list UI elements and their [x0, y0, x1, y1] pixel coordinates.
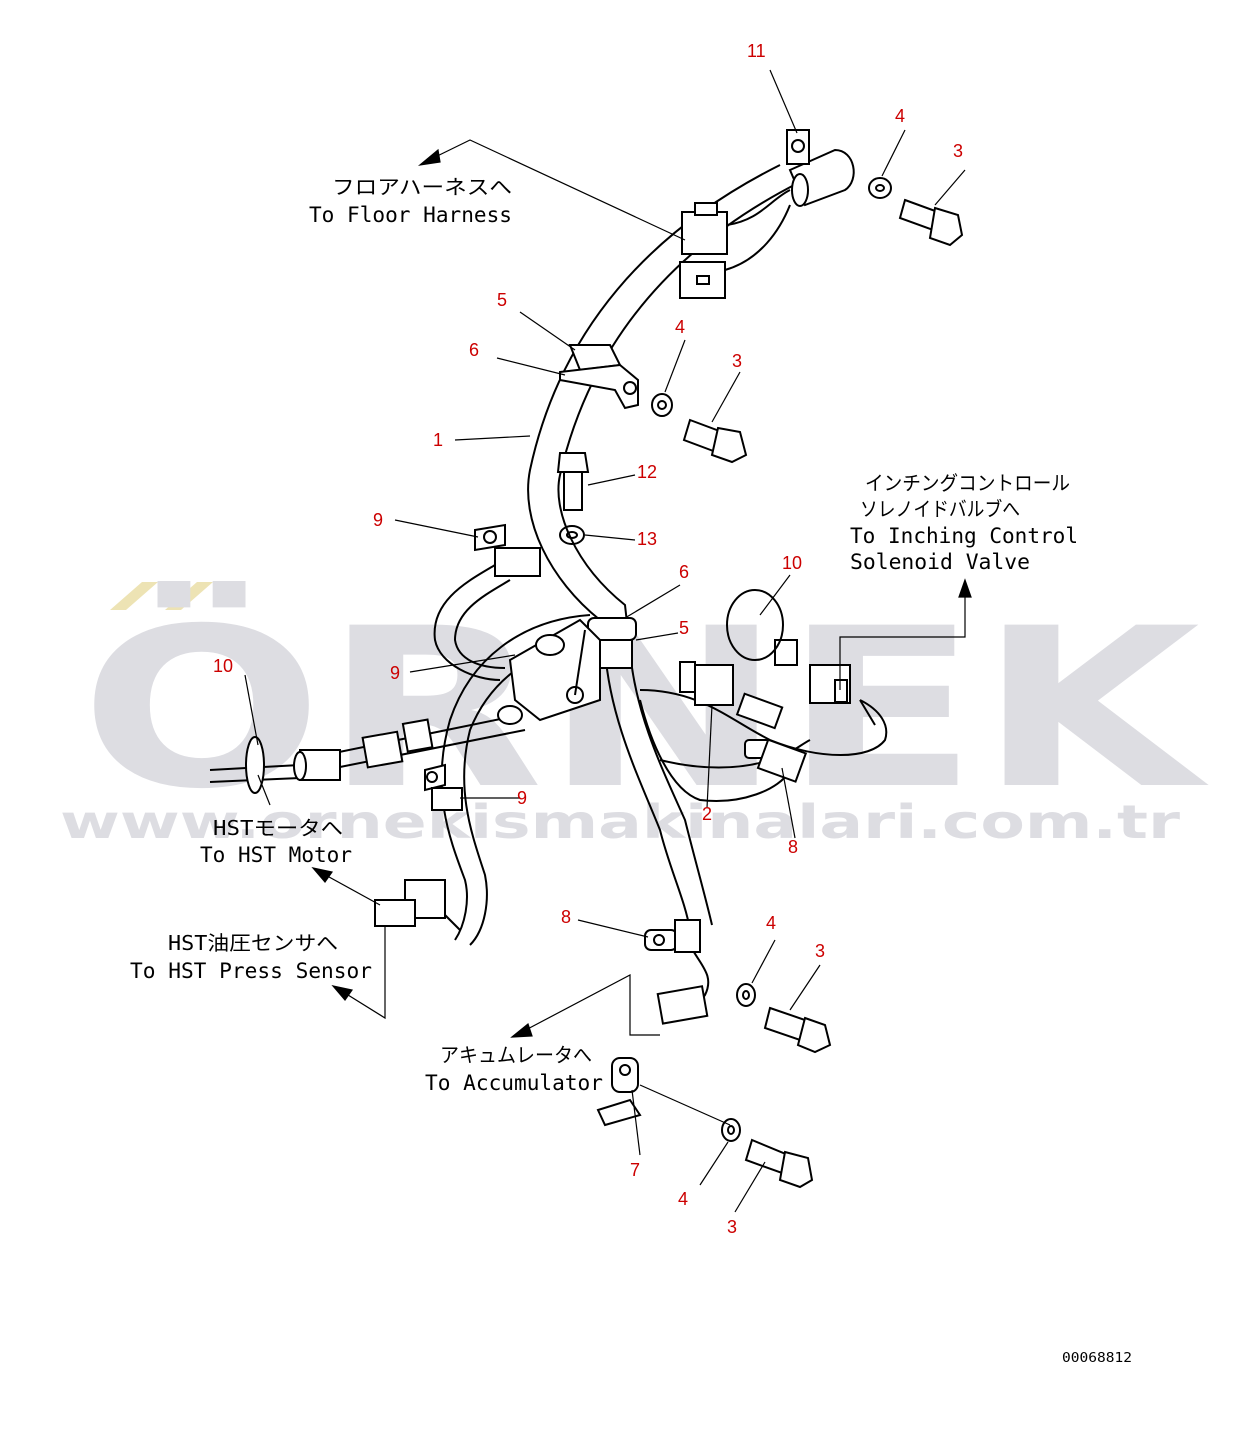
callout-3-bottom: 3 [727, 1217, 737, 1237]
clamp-upper-5-6 [559, 344, 639, 410]
callout-6-lower: 6 [679, 562, 689, 582]
callout-5-lower: 5 [679, 618, 689, 638]
callout-4-top: 4 [895, 106, 905, 126]
watermark-url: www.ornekismakinalari.com.tr [60, 795, 1180, 849]
clamp-8-right [744, 738, 808, 783]
leader-lines [244, 69, 972, 1213]
center-bracket [508, 618, 601, 722]
callout-5-upper: 5 [497, 290, 507, 310]
clamp-9-lower [424, 763, 463, 811]
clamp-11 [786, 129, 810, 165]
callout-13: 13 [637, 529, 657, 549]
callout-3-lower: 3 [815, 941, 825, 961]
callout-6-upper: 6 [469, 340, 479, 360]
washers [559, 177, 892, 1142]
hst-press-label-jp: HST油圧センサへ [168, 931, 338, 955]
inching-label-jp1: インチングコントロール [865, 471, 1070, 495]
bolt-mid [682, 418, 748, 464]
floor-harness-label-en: To Floor Harness [309, 203, 512, 227]
callout-9-lower: 9 [517, 788, 527, 808]
accumulator-connector [656, 985, 709, 1025]
callout-3-mid: 3 [732, 351, 742, 371]
callout-3-top: 3 [953, 141, 963, 161]
callout-7: 7 [630, 1160, 640, 1180]
hst-press-connector [374, 879, 461, 931]
harness-cable-main [527, 164, 801, 931]
callout-1: 1 [433, 430, 443, 450]
accumulator-label-en: To Accumulator [425, 1071, 603, 1095]
inching-label-jp2: ソレノイドバルブへ [860, 497, 1020, 521]
callout-4-bottom: 4 [678, 1189, 688, 1209]
callout-2: 2 [702, 804, 712, 824]
callout-9-center: 9 [390, 663, 400, 683]
clamp-8-bottom [644, 919, 701, 953]
hst-press-label-en: To HST Press Sensor [130, 959, 372, 983]
inching-label-en2: Solenoid Valve [850, 550, 1030, 574]
callout-12: 12 [637, 462, 657, 482]
callout-9-upper: 9 [373, 510, 383, 530]
bolt-12 [556, 452, 590, 511]
floor-harness-connector [679, 189, 791, 299]
watermark-accent-right [165, 582, 213, 610]
callout-10-left: 10 [213, 656, 233, 676]
floor-harness-label-jp: フロアハーネスへ [332, 175, 512, 199]
drawing-number: 00068812 [1062, 1351, 1132, 1366]
callout-8-bottom: 8 [561, 907, 571, 927]
bolt-top [898, 198, 964, 247]
hst-motor-connectors [245, 705, 523, 794]
callout-4-lower: 4 [766, 913, 776, 933]
clamp-9-upper [474, 523, 541, 577]
bolt-lower [763, 1006, 832, 1054]
callout-8-right: 8 [788, 837, 798, 857]
inching-label-en1: To Inching Control [850, 524, 1078, 548]
destination-labels: フロアハーネスへ To Floor Harness インチングコントロール ソレ… [130, 175, 1078, 1095]
bolt-bottom [744, 1138, 814, 1189]
callout-10-right: 10 [782, 553, 802, 573]
clamp-7 [596, 1057, 642, 1127]
harness-drawing [209, 129, 964, 1189]
accumulator-label-jp: アキュムレータへ [440, 1043, 592, 1067]
callout-11: 11 [747, 41, 766, 61]
hst-motor-label-en: To HST Motor [200, 843, 352, 867]
watermark-accent-left [110, 582, 158, 610]
solenoid-connectors [679, 589, 876, 730]
callout-4-mid: 4 [675, 317, 685, 337]
hst-motor-label-jp: HSTモータへ [213, 816, 343, 840]
callout-numbers: 11 4 3 5 6 4 3 1 12 9 13 6 5 10 10 9 9 2… [213, 41, 963, 1237]
